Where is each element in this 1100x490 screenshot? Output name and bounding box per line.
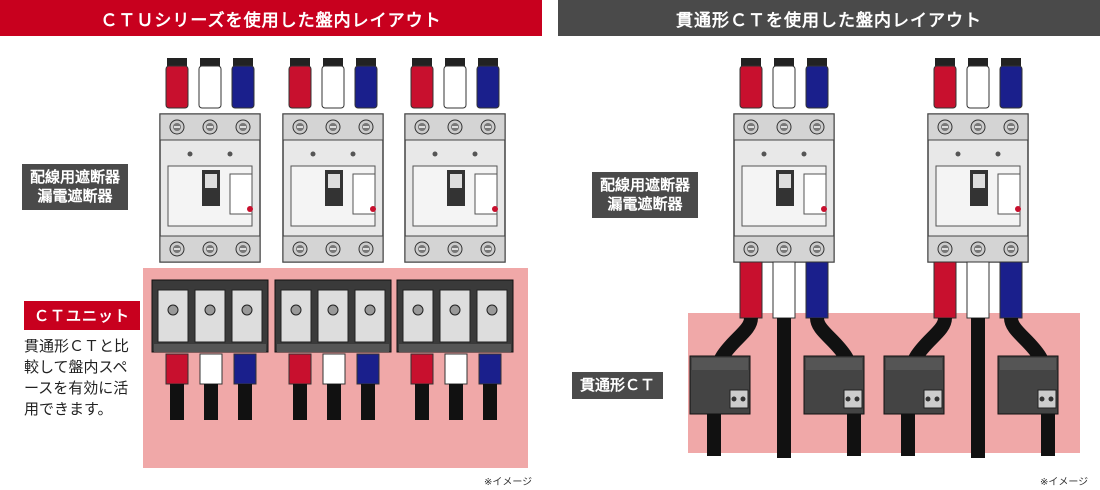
ctu-layout-panel: 配線用遮断器 漏電遮断器 ＣＴユニット 貫通形ＣＴと比較して盤内スペースを有効に… bbox=[0, 36, 542, 490]
ctu-layout-illustration bbox=[143, 57, 528, 468]
breaker-label-line1: 配線用遮断器 bbox=[30, 168, 121, 186]
breaker-unit-a bbox=[689, 57, 865, 458]
through-ct-label: 貫通形ＣＴ bbox=[572, 372, 664, 399]
left-header: ＣＴＵシリーズを使用した盤内レイアウト bbox=[0, 0, 542, 36]
image-note: ※イメージ bbox=[484, 477, 533, 488]
breaker-unit-3 bbox=[396, 57, 514, 421]
breaker-unit-2 bbox=[274, 57, 392, 421]
breaker-unit-b bbox=[883, 57, 1059, 458]
through-ct-layout-illustration bbox=[688, 57, 1080, 458]
image-note: ※イメージ bbox=[1040, 477, 1089, 488]
breaker-label: 配線用遮断器 漏電遮断器 bbox=[22, 164, 129, 210]
breaker-label-line1: 配線用遮断器 bbox=[600, 176, 691, 194]
through-ct-layout-panel: 配線用遮断器 漏電遮断器 貫通形ＣＴ ※イメージ bbox=[558, 36, 1100, 490]
breaker-unit-1 bbox=[151, 57, 269, 421]
breaker-label-line2: 漏電遮断器 bbox=[607, 195, 683, 213]
breaker-label-line2: 漏電遮断器 bbox=[37, 187, 113, 205]
description-text: 貫通形ＣＴと比較して盤内スペースを有効に活用できます。 bbox=[24, 337, 130, 418]
right-header: 貫通形ＣＴを使用した盤内レイアウト bbox=[558, 0, 1100, 36]
ct-unit-label: ＣＴユニット bbox=[24, 301, 141, 330]
breaker-label: 配線用遮断器 漏電遮断器 bbox=[592, 172, 699, 218]
